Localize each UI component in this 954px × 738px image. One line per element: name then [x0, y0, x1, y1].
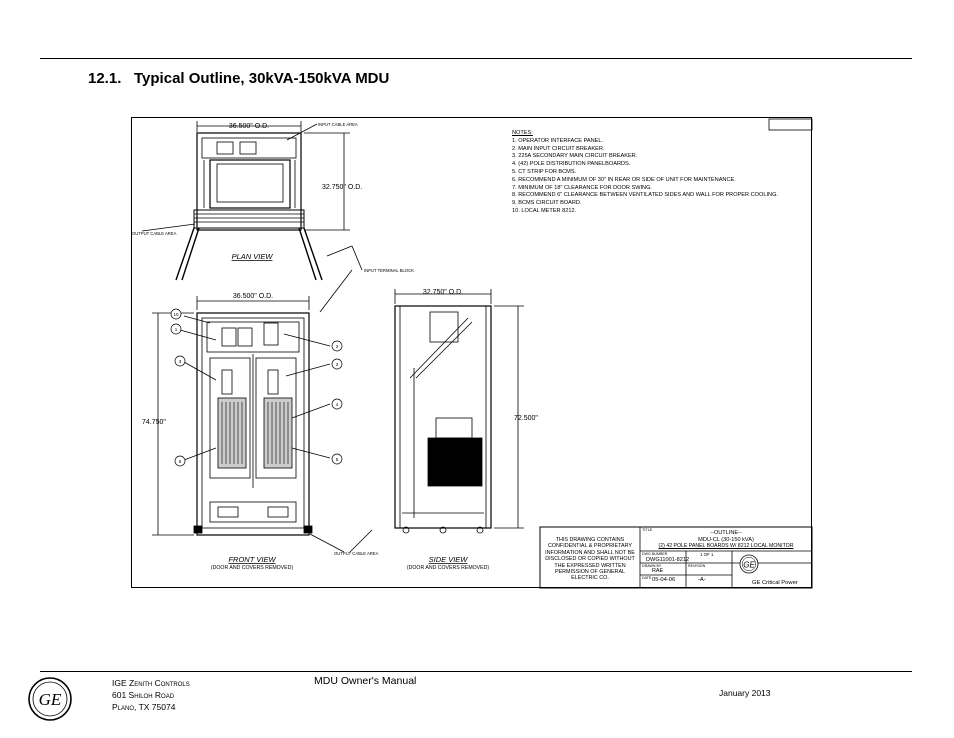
balloon-label: 3: [179, 359, 182, 364]
front-height-dim: 74.750": [142, 419, 166, 426]
tb-date-label: DATE: [642, 576, 652, 580]
svg-text:GE: GE: [743, 561, 755, 570]
note-item: 7. MINIMUM OF 18" CLEARANCE FOR DOOR SWI…: [512, 184, 652, 191]
balloon: [331, 398, 343, 410]
note-item: 5. CT STRIP FOR BCMS.: [512, 168, 577, 175]
footer-company-name: GE Zenith Controls: [114, 678, 190, 688]
footer-company-prefix: I: [112, 678, 115, 688]
front-view-label: FRONT VIEW: [228, 555, 276, 564]
front-width-dim: 36.500" O.D.: [233, 293, 273, 300]
tb-rev-label: REVISION: [688, 564, 706, 568]
balloon: [331, 358, 343, 370]
tb-date: 05-04-06: [652, 577, 676, 583]
top-rule: [40, 58, 912, 59]
side-height-dim: 72.500": [514, 415, 538, 422]
plan-view-drawing: [141, 121, 363, 313]
plan-depth-dim: 32.750" O.D.: [322, 184, 362, 191]
tb-dwg-label: DWG NUMBER: [642, 552, 668, 556]
note-item: 2. MAIN INPUT CIRCUIT BREAKER.: [512, 145, 605, 152]
balloon: [174, 455, 186, 467]
balloon-group: [170, 308, 343, 467]
balloon-label: 10: [173, 312, 179, 317]
note-item: 9. BCMS CIRCUIT BOARD.: [512, 200, 582, 207]
note-item: 10. LOCAL METER 8212.: [512, 207, 577, 214]
balloon: [174, 355, 186, 367]
footer-city: Plano, TX 75074: [112, 702, 176, 712]
side-view-drawing: [394, 289, 524, 534]
footer-manual-title: MDU Owner's Manual: [314, 675, 417, 687]
footer-company: IGE Zenith Controls: [112, 677, 190, 689]
input-cable-area-label: INPUT CABLE AREA: [318, 122, 358, 127]
balloon: [170, 323, 182, 335]
tb-dwg-number: DWG11001-8212: [646, 557, 690, 563]
footer-address: IGE Zenith Controls 601 Shiloh Road Plan…: [112, 677, 190, 713]
balloon: [170, 308, 182, 320]
balloon-label: 1: [175, 327, 178, 332]
tb-drawn-label: DRAWN BY: [642, 564, 662, 568]
front-view-drawing: [152, 296, 373, 553]
tb-rev: -A-: [698, 577, 706, 583]
balloon-label: 5: [336, 457, 339, 462]
corner-box: [768, 118, 813, 131]
side-view-sublabel: (DOOR AND COVERS REMOVED): [407, 565, 489, 571]
balloon: [331, 340, 343, 352]
section-number: 12.1.: [88, 70, 122, 87]
note-item: 3. 225A SECONDARY MAIN CIRCUIT BREAKER.: [512, 153, 638, 160]
tb-title-line: MDU-CL (30-150 kVA): [698, 536, 754, 543]
ge-roundel-icon: GE: [739, 554, 759, 574]
section-heading: 12.1. Typical Outline, 30kVA-150kVA MDU: [88, 70, 389, 87]
note-item: 6. RECOMMEND A MINIMUM OF 30" IN REAR OR…: [512, 176, 736, 183]
notes-title: NOTES:: [512, 130, 533, 136]
ge-monogram-logo-icon: GE: [28, 677, 72, 721]
section-title: Typical Outline, 30kVA-150kVA MDU: [134, 70, 390, 87]
output-cable-area-label: OUTPUT CABLE AREA: [132, 231, 177, 236]
footer-street: 601 Shiloh Road: [112, 690, 175, 700]
tb-sheet: 1 OF 1: [700, 552, 714, 557]
note-item: 4. (42) POLE DISTRIBUTION PANELBOARDS.: [512, 161, 631, 168]
plan-view-label: PLAN VIEW: [232, 252, 274, 261]
tb-company: GE Critical Power: [752, 580, 798, 586]
outline-drawing: 10 1 3 5 2 3 4 5 INPUT CABLE AREA OUTPUT…: [131, 117, 813, 589]
drawing-svg: 10 1 3 5 2 3 4 5 INPUT CABLE AREA OUTPUT…: [132, 118, 813, 589]
note-item: 8. RECOMMEND 6" CLEARANCE BETWEEN VENTIL…: [512, 192, 778, 199]
tb-title: --OUTLINE-- MDU-CL (30-150 kVA) (2) 42 P…: [640, 530, 812, 550]
tb-title-line: (2) 42 POLE PANEL BOARDS W/ 8212 LOCAL M…: [658, 543, 794, 550]
balloon-label: 4: [336, 402, 339, 407]
tb-title-label: TITLE: [642, 528, 653, 532]
front-view-sublabel: (DOOR AND COVERS REMOVED): [211, 565, 293, 571]
drawing-notes: NOTES: 1. OPERATOR INTERFACE PANEL. 2. M…: [512, 130, 778, 216]
output-cable-area-side-label: OUTPUT CABLE AREA: [334, 551, 379, 556]
bottom-rule: [40, 671, 912, 672]
footer-date: January 2013: [719, 688, 771, 698]
balloon-label: 3: [336, 362, 339, 367]
balloon: [331, 453, 343, 465]
balloon-label: 2: [336, 344, 339, 349]
svg-text:GE: GE: [39, 690, 62, 709]
side-view-label: SIDE VIEW: [429, 555, 469, 564]
input-terminal-block-label: INPUT TERMINAL BLOCK: [364, 268, 414, 273]
side-width-dim: 32.750" O.D.: [423, 289, 463, 296]
title-block-frame: [539, 526, 813, 589]
balloon-label: 5: [179, 459, 182, 464]
plan-width-dim: 36.500" O.D.: [229, 123, 269, 130]
note-item: 1. OPERATOR INTERFACE PANEL.: [512, 137, 604, 144]
tb-title-line: --OUTLINE--: [710, 530, 742, 536]
tb-drawn-by: RAE: [652, 568, 664, 574]
confidentiality-notice: THIS DRAWING CONTAINS CONFIDENTIAL & PRO…: [545, 537, 635, 582]
